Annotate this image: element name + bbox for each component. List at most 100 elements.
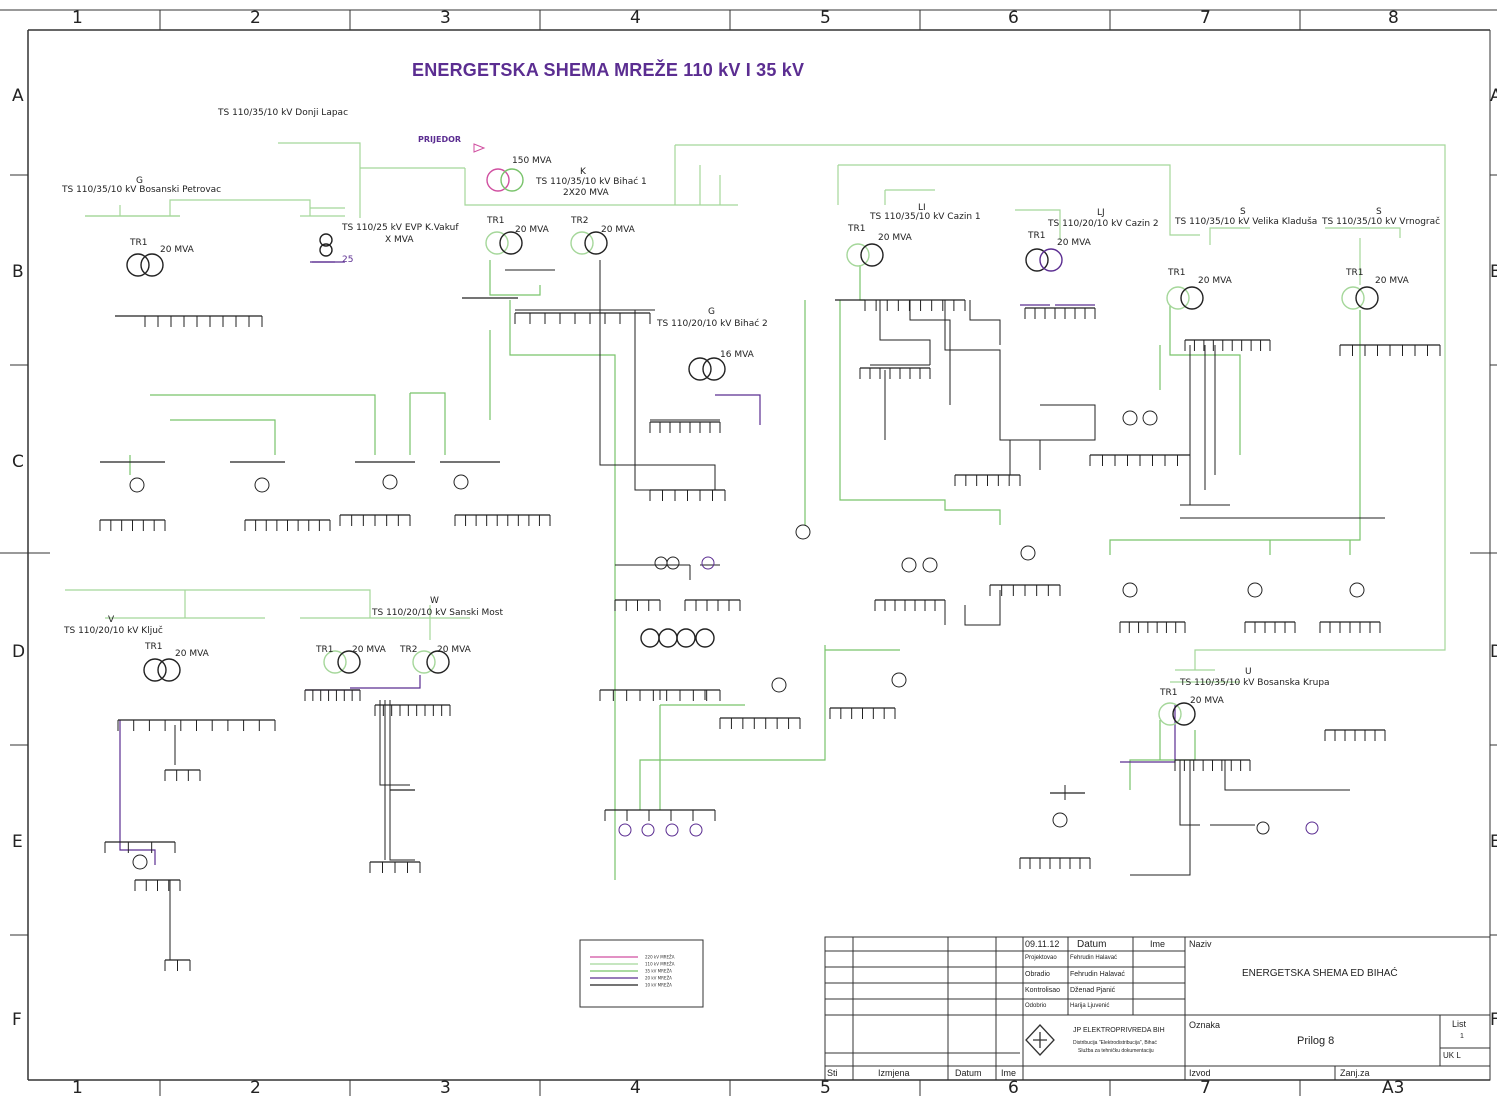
label-bihac2-code: G	[708, 307, 715, 317]
transformer-krupa	[1158, 702, 1196, 726]
col-label-1: 1	[72, 8, 83, 28]
label-sanski-tr1: TR1	[315, 645, 333, 655]
label-vrnograc-tr: TR1	[1345, 268, 1363, 278]
label-kladusa-code: S	[1240, 207, 1246, 217]
col-label-8: 8	[1388, 8, 1399, 28]
transformer-bihac1-auto-lv	[500, 168, 524, 192]
generators	[618, 556, 1319, 837]
label-bihac1-code: K	[580, 167, 587, 177]
transformer-bihac1-tr1	[485, 231, 523, 255]
label-donji-lapac: TS 110/35/10 kV Donji Lapac	[217, 108, 348, 118]
label-kljuc: TS 110/20/10 kV Ključ	[63, 625, 163, 636]
tb-oznaka: Prilog 8	[1297, 1035, 1335, 1047]
col-label-2: 2	[250, 8, 261, 28]
col-label-3: 3	[440, 8, 451, 28]
label-bihac2: TS 110/20/10 kV Bihać 2	[656, 318, 768, 329]
label-petrovac-mva: 20 MVA	[160, 245, 195, 255]
tb-foot-sti: Sti	[827, 1068, 838, 1078]
row-label-b: B	[12, 262, 24, 282]
transformer-cazin2	[1025, 248, 1063, 272]
label-sanski-tr1-mva: 20 MVA	[352, 645, 387, 655]
tb-foot-izmjena: Izmjena	[878, 1068, 910, 1078]
prijedor-arrow-icon	[473, 143, 486, 153]
row-label-f-right: F	[1490, 1010, 1497, 1030]
label-cazin1-tr: TR1	[847, 224, 865, 234]
col-label-5: 5	[820, 8, 831, 28]
tb-foot-ime: Ime	[1001, 1068, 1017, 1078]
label-sanski-tr2: TR2	[399, 645, 417, 655]
tb-name-0: Fehrudin Halavać	[1070, 955, 1118, 961]
label-krupa-code: U	[1245, 667, 1252, 677]
tb-naziv: ENERGETSKA SHEMA ED BIHAĆ	[1242, 968, 1398, 979]
tb-role-1: Obradio	[1025, 971, 1050, 978]
label-kljuc-code: V	[108, 615, 115, 625]
network-110kv	[65, 142, 1446, 683]
tb-name-2: Dženad Pjanić	[1070, 987, 1116, 994]
format-label: A3	[1382, 1078, 1405, 1098]
tb-izvod: Izvod	[1189, 1068, 1211, 1078]
transformer-vrnograc	[1341, 286, 1379, 310]
label-sanski: TS 110/20/10 kV Sanski Most	[371, 608, 503, 618]
label-cazin1-code: LI	[918, 203, 926, 213]
label-bihac1-tr2: TR2	[570, 216, 588, 226]
tb-naziv-label: Naziv	[1189, 939, 1212, 949]
label-prijedor: PRIJEDOR	[418, 135, 461, 144]
label-krupa-mva: 20 MVA	[1190, 696, 1225, 706]
legend	[579, 939, 704, 1008]
transformers	[126, 168, 1379, 870]
label-kvakuf: TS 110/25 kV EVP K.Vakuf	[341, 223, 459, 233]
label-petrovac-tr: TR1	[129, 238, 147, 248]
label-petrovac: TS 110/35/10 kV Bosanski Petrovac	[61, 185, 221, 195]
transformer-hydro	[640, 628, 715, 648]
title-block-grid	[824, 936, 1491, 1081]
transformer-petrovac	[126, 253, 164, 277]
label-vrnograc: TS 110/35/10 kV Vrnograč	[1321, 216, 1440, 227]
tb-company: JP ELEKTROPRIVREDA BIH	[1073, 1027, 1165, 1034]
col-label-6: 6	[1008, 8, 1019, 28]
row-label-d-right: D	[1490, 642, 1497, 662]
label-kladusa: TS 110/35/10 kV Velika Kladuša	[1174, 216, 1317, 227]
transformer-cazin1	[846, 243, 884, 267]
row-label-f: F	[12, 1010, 22, 1030]
transformer-kvakuf	[319, 233, 333, 257]
col-label-5-bottom: 5	[820, 1078, 831, 1098]
tb-list-total: UK L	[1443, 1051, 1461, 1060]
label-vrnograc-mva: 20 MVA	[1375, 276, 1410, 286]
transformer-kladusa	[1166, 286, 1204, 310]
label-bihac1-tr2-mva: 20 MVA	[601, 225, 636, 235]
label-bihac1-rating: 2X20 MVA	[563, 188, 610, 198]
legend-label: 35 kV MREŽA	[645, 969, 672, 974]
label-cazin1-mva: 20 MVA	[878, 233, 913, 243]
col-label-3-bottom: 3	[440, 1078, 451, 1098]
legend-label: 110 kV MREŽA	[645, 962, 675, 967]
col-label-4-bottom: 4	[630, 1078, 641, 1098]
row-label-e-right: E	[1490, 832, 1497, 852]
label-vrnograc-code: S	[1376, 207, 1382, 217]
col-label-1-bottom: 1	[72, 1078, 83, 1098]
row-label-d: D	[12, 642, 26, 662]
label-cazin2-mva: 20 MVA	[1057, 238, 1092, 248]
label-bihac1-auto-mva: 150 MVA	[512, 156, 552, 166]
tb-name-1: Fehrudin Halavać	[1070, 971, 1125, 978]
tb-role-2: Kontrolisao	[1025, 987, 1061, 994]
label-bihac1-tr1: TR1	[486, 216, 504, 226]
label-petrovac-code: G	[136, 176, 143, 186]
label-bihac1-tr1-mva: 20 MVA	[515, 225, 550, 235]
label-kljuc-mva: 20 MVA	[175, 649, 210, 659]
label-sanski-tr2-mva: 20 MVA	[437, 645, 472, 655]
label-cazin1: TS 110/35/10 kV Cazin 1	[869, 212, 981, 222]
label-bihac1: TS 110/35/10 kV Bihać 1	[535, 176, 647, 187]
row-label-c: C	[12, 452, 24, 472]
col-label-2-bottom: 2	[250, 1078, 261, 1098]
tb-foot-datum: Datum	[955, 1068, 982, 1078]
label-cazin2: TS 110/20/10 kV Cazin 2	[1047, 219, 1159, 229]
row-label-b-right: B	[1490, 262, 1497, 282]
legend-label: 20 kV MREŽA	[645, 976, 672, 981]
tb-list-label: List	[1452, 1019, 1467, 1029]
transformer-bihac2	[688, 357, 726, 381]
tb-list-value: 1	[1460, 1033, 1464, 1040]
legend-label: 220 kV MREŽA	[645, 955, 675, 960]
